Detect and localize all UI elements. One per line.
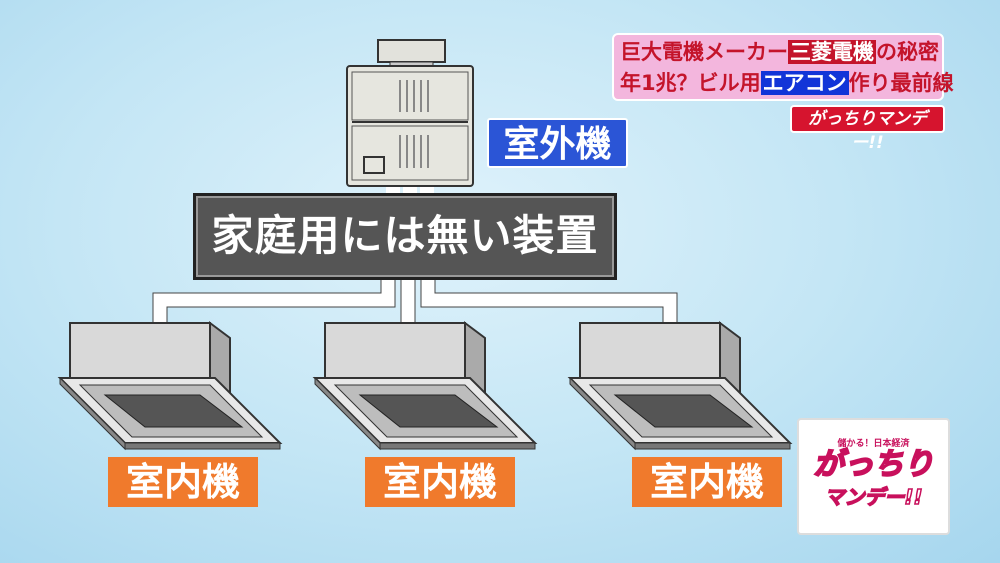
caption-line-1: 巨大電機メーカー三菱電機の秘密 [620,37,939,68]
caption-line-2: 年1兆？ビル用エアコン作り最前線 [620,68,954,99]
logo-title-bottom: マンデー!! [824,484,924,510]
caption-highlight-company: 三菱電機 [788,40,876,64]
indoor-unit-3 [569,322,791,450]
show-badge: がっちりマンデー!! [790,105,945,153]
caption-highlight-product: エアコン [760,71,849,95]
caption-text: 作り最前線 [848,71,954,95]
indoor-unit-1 [59,322,281,450]
outdoor-unit-label: 室外機 [487,118,628,168]
logo-subtitle: 儲かる！日本経済 [837,439,910,449]
indoor-unit-label-3: 室内機 [632,457,782,507]
news-caption: 巨大電機メーカー三菱電機の秘密 年1兆？ビル用エアコン作り最前線 [612,33,954,101]
show-logo: 儲かる！日本経済 がっちり マンデー!! [797,418,950,535]
caption-text: の秘密 [876,40,939,64]
caption-text: 巨大電機メーカー [620,40,788,64]
indoor-unit-label-1: 室内機 [108,457,258,507]
center-label-box: 家庭用には無い装置 [193,193,617,280]
indoor-unit-2 [314,322,536,450]
indoor-unit-label-2: 室内機 [365,457,515,507]
logo-title-top: がっちり [813,447,935,482]
outdoor-unit [346,39,474,187]
pipes-outline [152,280,678,330]
caption-text: 年1兆？ビル用 [620,71,761,95]
